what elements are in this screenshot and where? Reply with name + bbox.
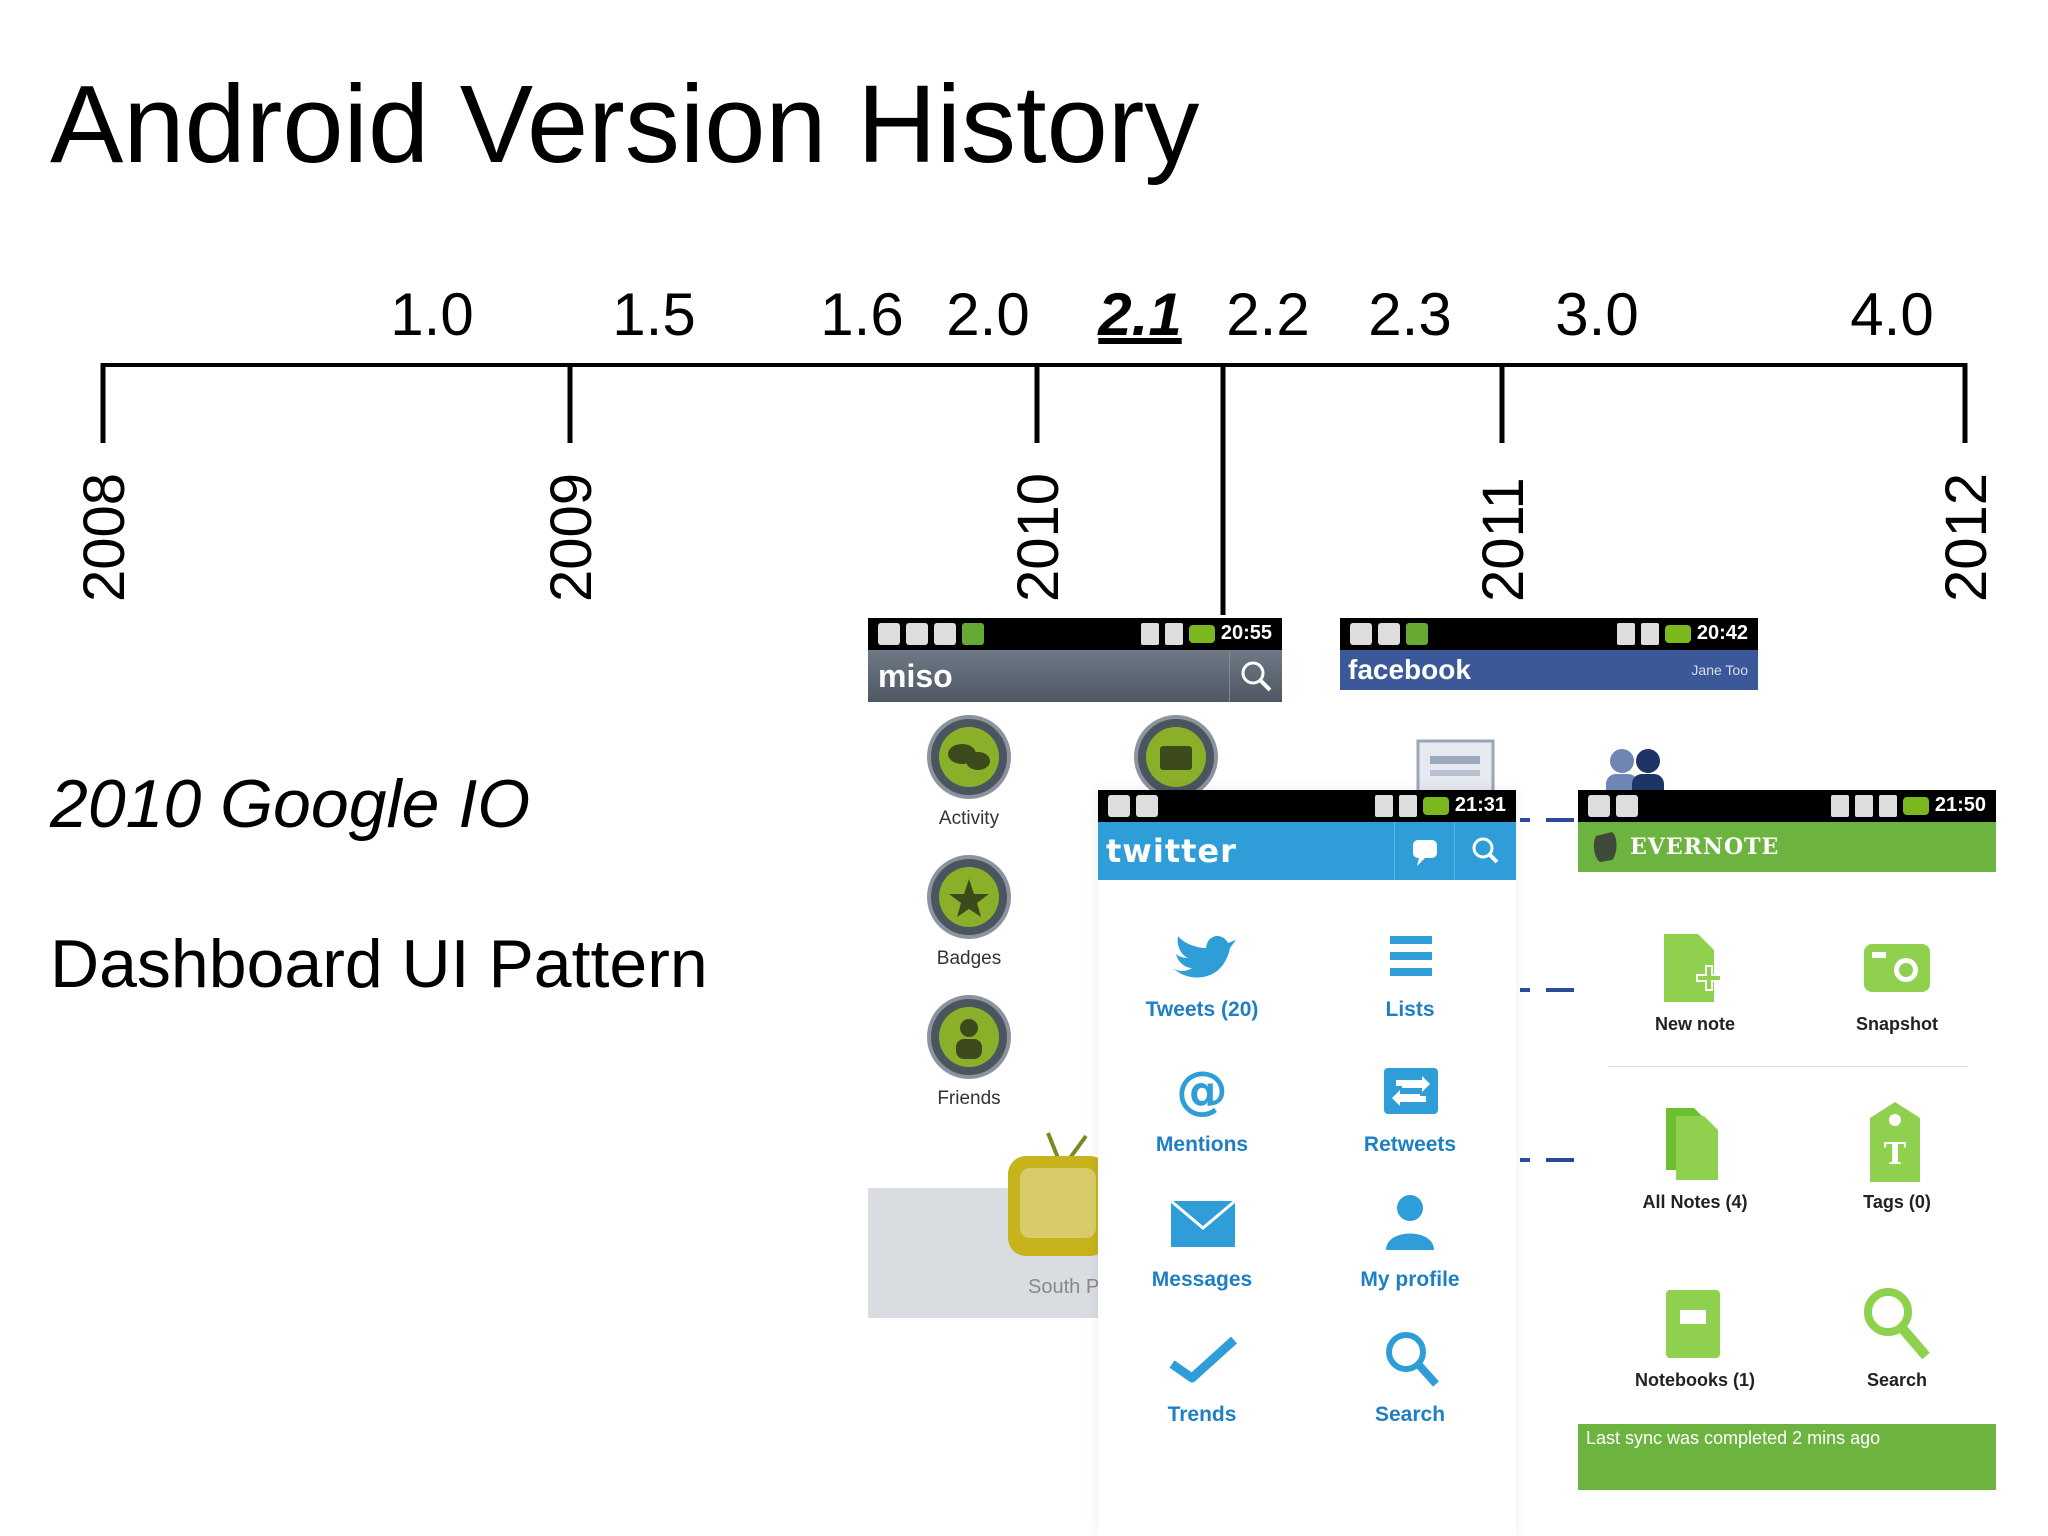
- twitter-search-button[interactable]: [1454, 822, 1517, 880]
- tile-label: New note: [1654, 1014, 1736, 1034]
- miso-header: miso: [868, 650, 1282, 702]
- at-sign-icon[interactable]: @: [1172, 1062, 1232, 1122]
- twitter-clock: 21:31: [1454, 794, 1506, 816]
- facebook-screenshot: 20:42 facebook Jane Too: [1340, 618, 1758, 808]
- svg-text:@: @: [1176, 1062, 1228, 1121]
- person-icon[interactable]: [1382, 1192, 1438, 1252]
- version-label-current: 2.1: [1098, 281, 1182, 348]
- elephant-icon: [1593, 832, 1617, 862]
- sync-status-text: Last sync was completed 2 mins ago: [1586, 1428, 1881, 1448]
- event-subtitle: 2010 Google IO: [50, 766, 531, 842]
- evernote-header: EVERNOTE: [1578, 822, 1996, 872]
- friends-icon[interactable]: [926, 994, 1012, 1080]
- bird-icon[interactable]: [1168, 928, 1238, 988]
- speech-bubble-icon: [1413, 840, 1437, 866]
- tile-label: Retweets: [1363, 1133, 1457, 1156]
- evernote-clock: 21:50: [1934, 794, 1986, 816]
- all-notes-icon[interactable]: [1658, 1104, 1728, 1184]
- tile-label: Tags (0): [1863, 1192, 1931, 1212]
- search-icon[interactable]: [1382, 1328, 1442, 1390]
- facebook-header: facebook Jane Too: [1340, 650, 1758, 690]
- slide-title: Android Version History: [50, 63, 1200, 186]
- twitter-screenshot: 21:31 twitter Tweets (20) Lists @ Mentio…: [1098, 790, 1516, 1536]
- year-label: 2009: [539, 472, 604, 602]
- trends-icon[interactable]: [1168, 1334, 1238, 1384]
- sync-status-bar: Last sync was completed 2 mins ago: [1578, 1424, 1996, 1490]
- lists-icon[interactable]: [1380, 928, 1440, 988]
- notebook-icon[interactable]: [1662, 1286, 1724, 1362]
- tile-label: Search: [1866, 1370, 1928, 1390]
- version-label: 3.0: [1555, 281, 1639, 348]
- tile-label: Search: [1374, 1403, 1446, 1426]
- search-icon[interactable]: [1860, 1284, 1934, 1364]
- version-label: 2.0: [946, 281, 1030, 348]
- evernote-status-bar: 21:50: [1578, 790, 1996, 822]
- search-icon: [1241, 661, 1272, 692]
- tv-mascot-icon: [1008, 1132, 1108, 1256]
- miso-search-button[interactable]: [1229, 650, 1282, 702]
- compose-button[interactable]: [1394, 822, 1455, 880]
- facebook-clock: 20:42: [1696, 622, 1748, 644]
- version-label: 1.5: [612, 281, 696, 348]
- tag-icon[interactable]: T: [1860, 1100, 1930, 1186]
- version-label: 2.2: [1226, 281, 1310, 348]
- twitter-logo: twitter: [1106, 832, 1237, 870]
- tv-icon[interactable]: [1133, 714, 1219, 800]
- pattern-subtitle: Dashboard UI Pattern: [50, 926, 708, 1002]
- year-label: 2011: [1471, 477, 1536, 602]
- timeline-axis: [100, 363, 1968, 615]
- miso-status-bar: 20:55: [868, 618, 1282, 650]
- miso-screenshot: 20:55 miso Activity Badges Friends South…: [868, 618, 1282, 1318]
- search-icon: [1472, 837, 1499, 864]
- twitter-header: twitter: [1098, 822, 1516, 880]
- camera-icon[interactable]: [1860, 938, 1934, 998]
- version-label: 4.0: [1850, 281, 1934, 348]
- tile-label: Badges: [936, 948, 1002, 969]
- facebook-status-bar: 20:42: [1340, 618, 1758, 650]
- tile-label: Messages: [1151, 1268, 1253, 1291]
- activity-icon[interactable]: [926, 714, 1012, 800]
- tile-label: Snapshot: [1855, 1014, 1939, 1034]
- year-label: 2012: [1934, 472, 1999, 602]
- miso-logo: miso: [878, 658, 953, 694]
- tile-label: Mentions: [1155, 1133, 1249, 1156]
- tile-label: Trends: [1167, 1403, 1237, 1426]
- tile-label: All Notes (4): [1642, 1192, 1748, 1212]
- tile-label: My profile: [1360, 1268, 1460, 1291]
- tile-label: Notebooks (1): [1634, 1370, 1756, 1390]
- tile-label: Friends: [937, 1088, 1001, 1109]
- version-label: 1.0: [390, 281, 474, 348]
- miso-clock: 20:55: [1220, 622, 1272, 644]
- svg-text:T: T: [1884, 1137, 1907, 1172]
- connector-dashes: [1520, 818, 1574, 1162]
- year-label: 2010: [1006, 472, 1071, 602]
- tile-label: Activity: [938, 808, 1000, 829]
- tile-label: Tweets (20): [1145, 998, 1259, 1021]
- evernote-screenshot: 21:50 EVERNOTE New note Snapshot All Not…: [1578, 790, 1996, 1494]
- retweet-icon[interactable]: [1380, 1062, 1442, 1122]
- envelope-icon[interactable]: [1168, 1196, 1238, 1252]
- tile-label: Lists: [1385, 998, 1435, 1021]
- facebook-user: Jane Too: [1691, 662, 1748, 678]
- divider: [1608, 1066, 1968, 1067]
- version-label: 1.6: [820, 281, 904, 348]
- new-note-icon[interactable]: [1658, 930, 1728, 1010]
- year-label: 2008: [72, 472, 137, 602]
- facebook-logo: facebook: [1348, 654, 1471, 685]
- evernote-logo: EVERNOTE: [1630, 834, 1780, 860]
- badges-icon[interactable]: [926, 854, 1012, 940]
- twitter-status-bar: 21:31: [1098, 790, 1516, 822]
- version-label: 2.3: [1368, 281, 1452, 348]
- promo-text: South P: [1028, 1276, 1100, 1298]
